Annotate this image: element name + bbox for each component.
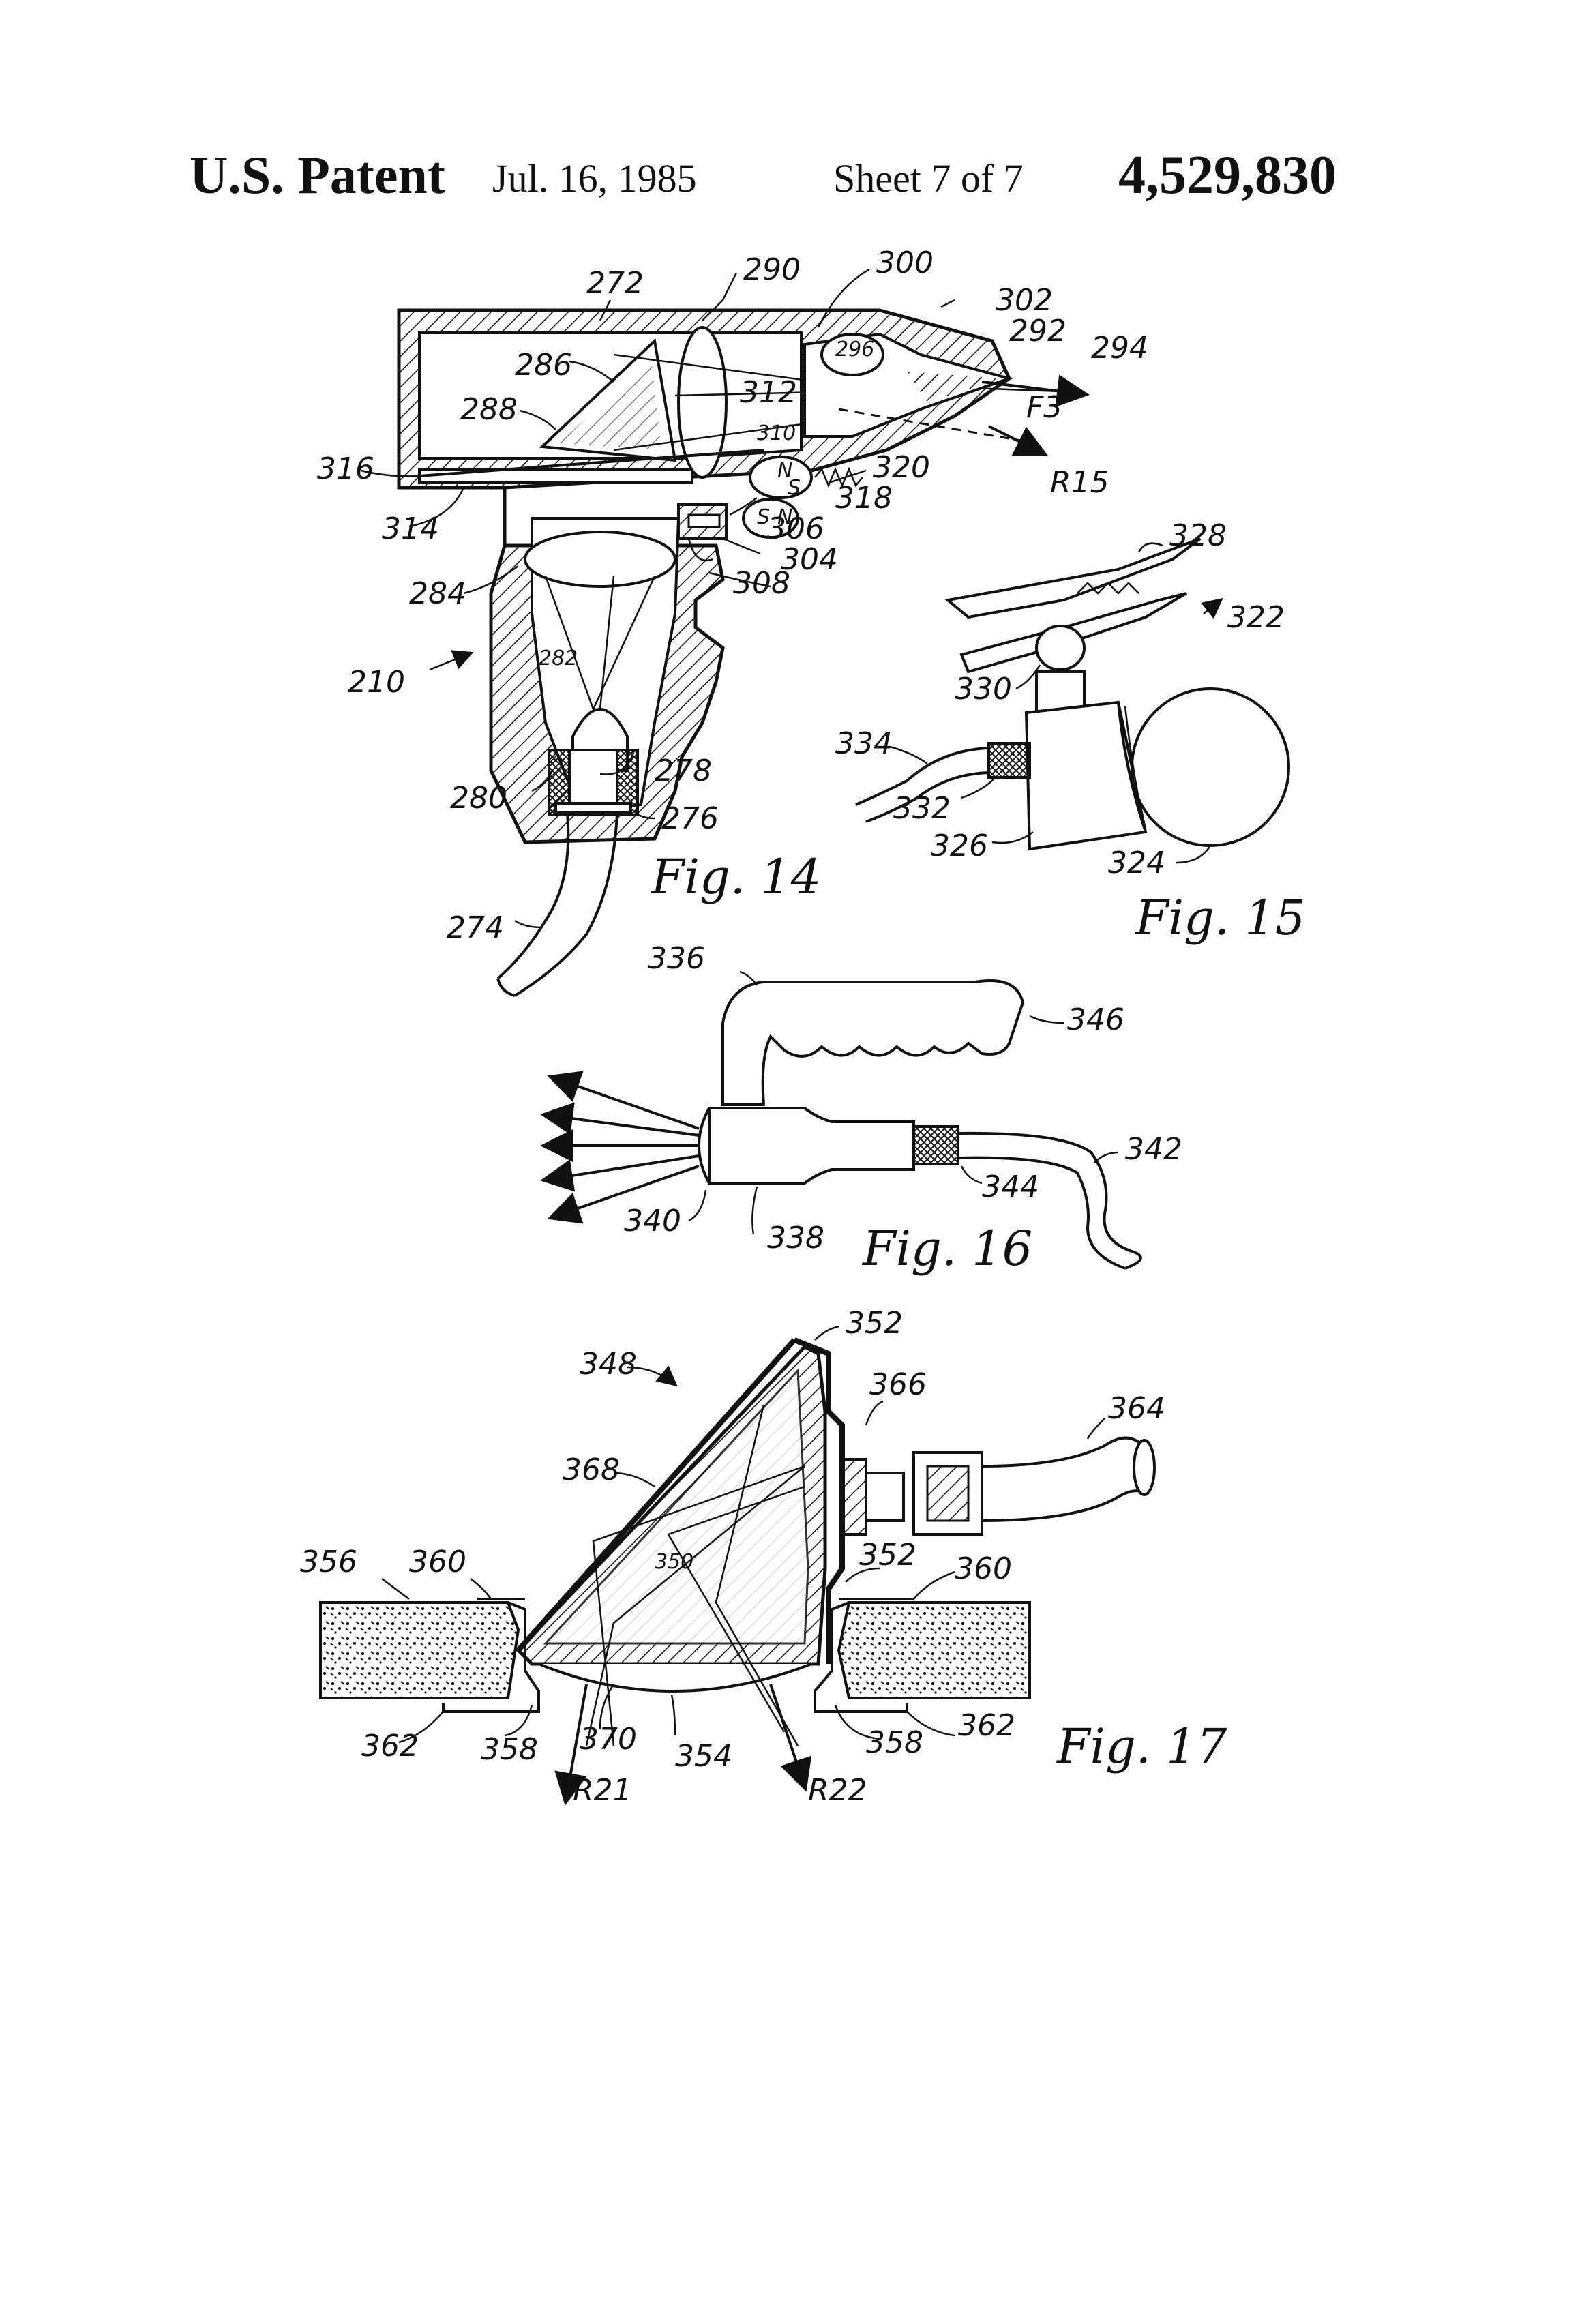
figure-14: 272 290 300 302 286 296 292 294 288 312 …: [317, 245, 1148, 996]
fig-16-caption: Fig. 16: [861, 1221, 1032, 1277]
ref-328: 328: [1169, 518, 1227, 553]
ref-288: 288: [460, 392, 518, 427]
cable-342-end: [1125, 1251, 1141, 1268]
ref-340: 340: [624, 1204, 681, 1238]
handle-346: [723, 981, 1023, 1105]
ref-278: 278: [655, 754, 712, 788]
ref-368: 368: [563, 1452, 620, 1487]
ref-322: 322: [1227, 600, 1285, 635]
ref-f3: F3: [1026, 390, 1062, 425]
ref-358-left: 358: [481, 1732, 538, 1767]
ref-320: 320: [873, 450, 930, 485]
ref-330: 330: [955, 672, 1012, 706]
ray-r22-arrow: [771, 1684, 805, 1787]
ref-294: 294: [1091, 331, 1148, 366]
lens-284: [525, 532, 675, 586]
ref-284: 284: [409, 576, 466, 611]
ref-360-left: 360: [409, 1545, 466, 1579]
figure-17: 348 352 366 364 368 350 356 360 352 360 …: [300, 1306, 1227, 1808]
lens-340: [699, 1108, 709, 1183]
prism-inner: [546, 1371, 808, 1643]
ref-348: 348: [580, 1347, 637, 1382]
body-338: [709, 1108, 914, 1183]
bulb-324: [1132, 689, 1289, 846]
ref-354: 354: [675, 1739, 732, 1774]
fig-17-caption: Fig. 17: [1056, 1718, 1227, 1774]
light-rays: [546, 1077, 699, 1217]
ref-350: 350: [655, 1550, 693, 1574]
connector-364-core: [927, 1466, 968, 1521]
fig-15-caption: Fig. 15: [1134, 890, 1305, 946]
panel-right-356: [839, 1603, 1030, 1698]
panel-left-356: [320, 1603, 518, 1698]
clip-pivot-330: [1036, 626, 1084, 670]
ref-360-right: 360: [955, 1551, 1012, 1586]
ref-362-left: 362: [361, 1729, 419, 1763]
ref-282: 282: [539, 646, 578, 670]
ref-344: 344: [982, 1170, 1039, 1204]
magnet-mark-n2: N: [777, 505, 792, 529]
figure-15: 328 330 334 332 326 324 322 Fig. 15: [835, 518, 1305, 946]
ref-356: 356: [300, 1545, 357, 1579]
ref-370: 370: [580, 1722, 637, 1757]
ref-274: 274: [447, 910, 504, 945]
cable-364-end: [1134, 1440, 1154, 1495]
ref-296: 296: [835, 338, 874, 361]
ref-r15: R15: [1050, 465, 1109, 500]
ref-308: 308: [733, 566, 790, 601]
ref-280: 280: [450, 781, 507, 816]
ref-272: 272: [586, 266, 644, 301]
switch-element: [689, 515, 719, 527]
nut-332: [989, 743, 1030, 777]
beam-r15-arrow: [989, 426, 1043, 453]
ref-286: 286: [515, 348, 572, 383]
ref-326: 326: [931, 829, 988, 863]
ref-310: 310: [757, 421, 796, 445]
ref-290: 290: [743, 252, 801, 287]
cable-end: [498, 979, 515, 996]
ref-352-top: 352: [846, 1306, 903, 1341]
ref-r22: R22: [808, 1773, 867, 1808]
fitting-366: [842, 1459, 866, 1534]
cable-364: [982, 1438, 1149, 1521]
ref-334: 334: [835, 726, 893, 761]
ref-364: 364: [1108, 1391, 1165, 1426]
ref-318: 318: [835, 481, 893, 516]
ref-336: 336: [648, 941, 705, 976]
ref-312: 312: [740, 375, 797, 410]
ref-358-right: 358: [866, 1725, 923, 1760]
ref-302: 302: [996, 283, 1053, 318]
ref-314: 314: [382, 511, 439, 546]
magnet-mark-s: S: [788, 476, 801, 500]
ref-300: 300: [876, 245, 934, 280]
nut-344: [914, 1127, 958, 1164]
ref-324: 324: [1108, 846, 1165, 880]
ref-292: 292: [1009, 314, 1066, 348]
fig-14-caption: Fig. 14: [650, 849, 821, 905]
ref-332: 332: [893, 791, 951, 826]
ref-306: 306: [767, 511, 824, 546]
ref-366: 366: [869, 1367, 927, 1402]
ref-338: 338: [767, 1221, 824, 1255]
ref-362-right: 362: [958, 1708, 1015, 1743]
slide-bar: [419, 469, 692, 483]
ref-316: 316: [317, 451, 374, 486]
connector-collar: [556, 803, 631, 813]
ref-346: 346: [1067, 1002, 1124, 1037]
ref-342: 342: [1125, 1132, 1182, 1167]
magnet-mark-s2: S: [757, 505, 770, 529]
ref-352-bottom: 352: [859, 1538, 916, 1573]
ref-r21: R21: [573, 1773, 632, 1808]
ref-276: 276: [661, 801, 719, 836]
ref-210: 210: [348, 665, 405, 700]
figure-16: 336 346 342 344 340 338 Fig. 16: [546, 941, 1182, 1277]
fitting-stub: [866, 1473, 904, 1521]
